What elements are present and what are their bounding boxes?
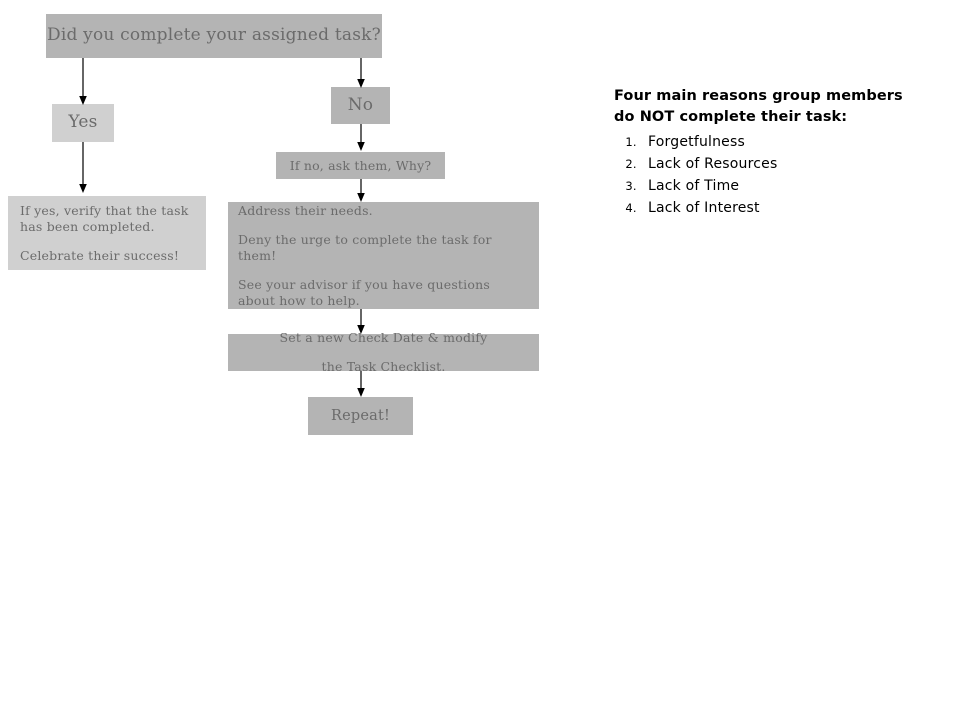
yes-detail-line-1: If yes, verify that the task has been co… [20, 202, 189, 234]
reasons-heading: Four main reasons group members do NOT c… [614, 88, 903, 125]
reason-number: 1. [625, 135, 637, 150]
reasons-panel: Four main reasons group members do NOT c… [614, 86, 934, 220]
reason-label: Lack of Resources [648, 156, 778, 173]
list-item: 1. Forgetfulness [614, 131, 934, 153]
arrow-check-date-to-repeat [354, 371, 368, 398]
check-date-box[interactable]: Set a new Check Date & modify the Task C… [228, 330, 539, 374]
reason-number: 2. [625, 157, 637, 172]
repeat-label: Repeat! [330, 407, 391, 424]
reasons-list: 1. Forgetfulness 2. Lack of Resources 3.… [614, 131, 934, 219]
arrow-question-to-yes [76, 58, 90, 106]
reason-number: 4. [625, 201, 637, 216]
question-box[interactable]: Did you complete your assigned task? [46, 14, 382, 58]
check-date-line-2: the Task Checklist. [321, 359, 446, 374]
check-date-line-1: Set a new Check Date & modify [279, 330, 488, 345]
reason-number: 3. [625, 179, 637, 194]
ask-why-text: If no, ask them, Why? [289, 157, 432, 173]
repeat-box[interactable]: Repeat! [308, 397, 413, 435]
yes-branch-box[interactable]: Yes [52, 104, 114, 142]
no-label: No [347, 94, 374, 115]
list-item: 4. Lack of Interest [614, 197, 934, 219]
action-line-2: Deny the urge to complete the task for t… [238, 231, 492, 263]
yes-detail-line-2: Celebrate their success! [20, 247, 180, 263]
action-line-3: See your advisor if you have questions a… [238, 276, 490, 308]
question-text: Did you complete your assigned task? [47, 25, 381, 46]
yes-label: Yes [68, 112, 98, 133]
no-branch-box[interactable]: No [331, 87, 390, 124]
arrow-no-to-ask-why [354, 124, 368, 152]
arrow-ask-why-to-actions [354, 179, 368, 203]
action-line-1: Address their needs. [238, 202, 373, 218]
list-item: 3. Lack of Time [614, 175, 934, 197]
reason-label: Lack of Time [648, 178, 740, 195]
ask-why-box[interactable]: If no, ask them, Why? [276, 152, 445, 179]
reason-label: Forgetfulness [648, 134, 745, 151]
arrow-actions-to-check-date [354, 309, 368, 335]
reason-label: Lack of Interest [648, 200, 760, 217]
yes-detail-box[interactable]: If yes, verify that the task has been co… [8, 196, 206, 270]
actions-box[interactable]: Address their needs. Deny the urge to co… [228, 202, 539, 309]
arrow-yes-to-detail [76, 142, 90, 194]
arrow-question-to-no [354, 58, 368, 89]
list-item: 2. Lack of Resources [614, 153, 934, 175]
